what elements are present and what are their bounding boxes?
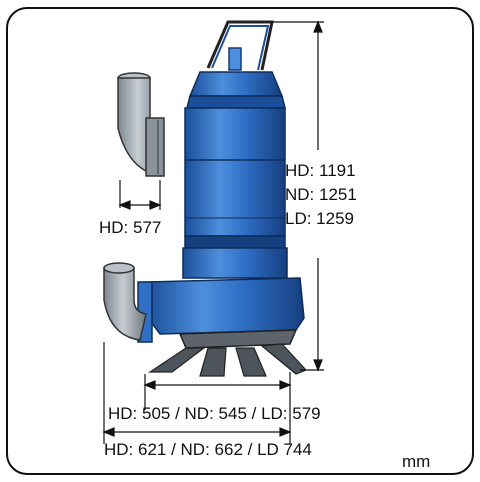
- height-label-nd: ND: 1251: [285, 185, 357, 204]
- diagram-border: [6, 7, 474, 475]
- discharge-elbow: [103, 267, 147, 341]
- motor-housing: [184, 107, 286, 237]
- height-label-hd: HD: 1191: [285, 161, 356, 180]
- overall-width-label: HD: 621 / ND: 662 / LD 744: [104, 440, 312, 459]
- volute-casing: [147, 277, 305, 335]
- lifting-handle: [206, 20, 274, 71]
- dimension-lines: [102, 20, 324, 444]
- pump-stand: [178, 329, 298, 349]
- discharge-fitting-detail: [117, 72, 165, 177]
- unit-label: mm: [402, 452, 431, 471]
- discharge-offset-label: HD: 577: [99, 218, 162, 237]
- base-width-label: HD: 505 / ND: 545 / LD: 579: [108, 404, 321, 423]
- height-label-ld: LD: 1259: [285, 209, 354, 228]
- pump-illustration: [103, 20, 308, 377]
